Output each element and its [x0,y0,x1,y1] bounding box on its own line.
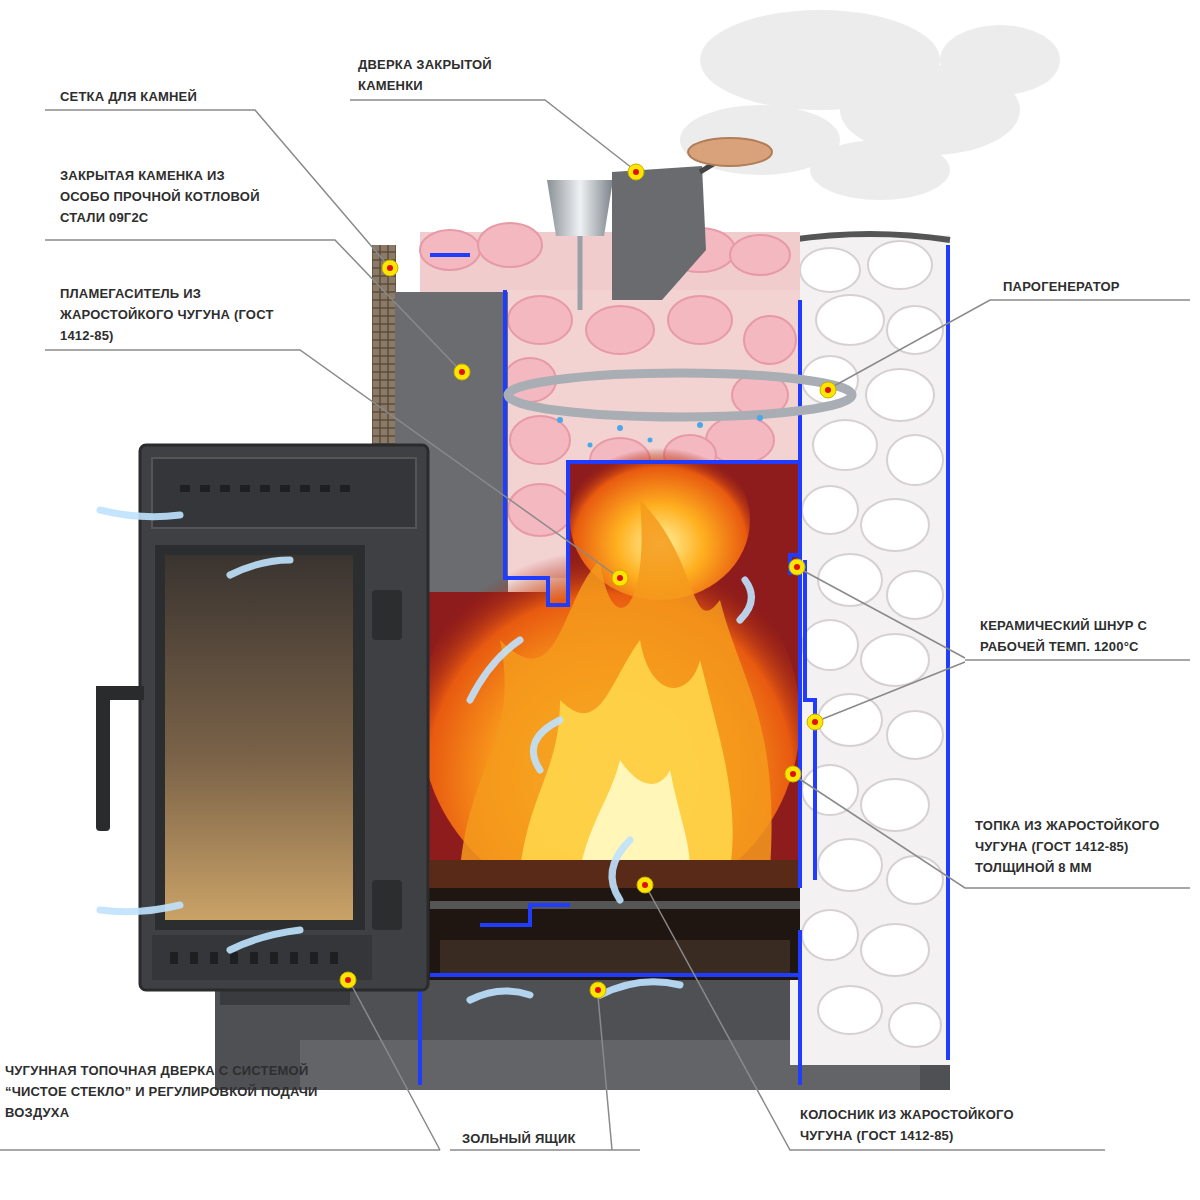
air-flow [100,510,751,1000]
part-label: ЗАКРЫТАЯ КАМЕНКА ИЗ ОСОБО ПРОЧНОЙ КОТЛОВ… [60,165,260,228]
part-label: ТОПКА ИЗ ЖАРОСТОЙКОГО ЧУГУНА (ГОСТ 1412-… [975,815,1185,878]
top-door [612,166,706,300]
door-handle-wood [688,138,772,166]
stone-casing [790,235,950,1065]
part-label: КЕРАМИЧЕСКИЙ ШНУР С РАБОЧЕЙ ТЕМП. 1200°С [980,615,1190,657]
firebox-door [140,445,428,990]
steel-outline [420,195,948,1085]
leader-lines [0,100,1190,1150]
part-label: ПАРОГЕНЕРАТОР [1003,276,1183,297]
steam [680,10,1060,200]
callout-dots [340,164,836,998]
part-label: СЕТКА ДЛЯ КАМНЕЙ [60,86,250,107]
part-label: ЗОЛЬНЫЙ ЯЩИК [462,1128,622,1149]
part-label: ПЛАМЕГАСИТЕЛЬ ИЗ ЖАРОСТОЙКОГО ЧУГУНА (ГО… [60,283,290,346]
door-glass [165,555,353,920]
part-label: КОЛОСНИК ИЗ ЖАРОСТОЙКОГО ЧУГУНА (ГОСТ 14… [800,1104,1060,1146]
part-label: ЧУГУННАЯ ТОПОЧНАЯ ДВЕРКА С СИСТЕМОЙ “ЧИС… [5,1060,325,1123]
white-stones [800,241,943,1047]
ash-chamber [428,888,800,980]
flames [420,440,800,910]
water-cup [547,180,613,236]
steam-generator [508,373,852,417]
ash-box [440,940,790,976]
water-drops [557,415,763,448]
part-label: ДВЕРКА ЗАКРЫТОЙ КАМЕНКИ [358,54,538,96]
